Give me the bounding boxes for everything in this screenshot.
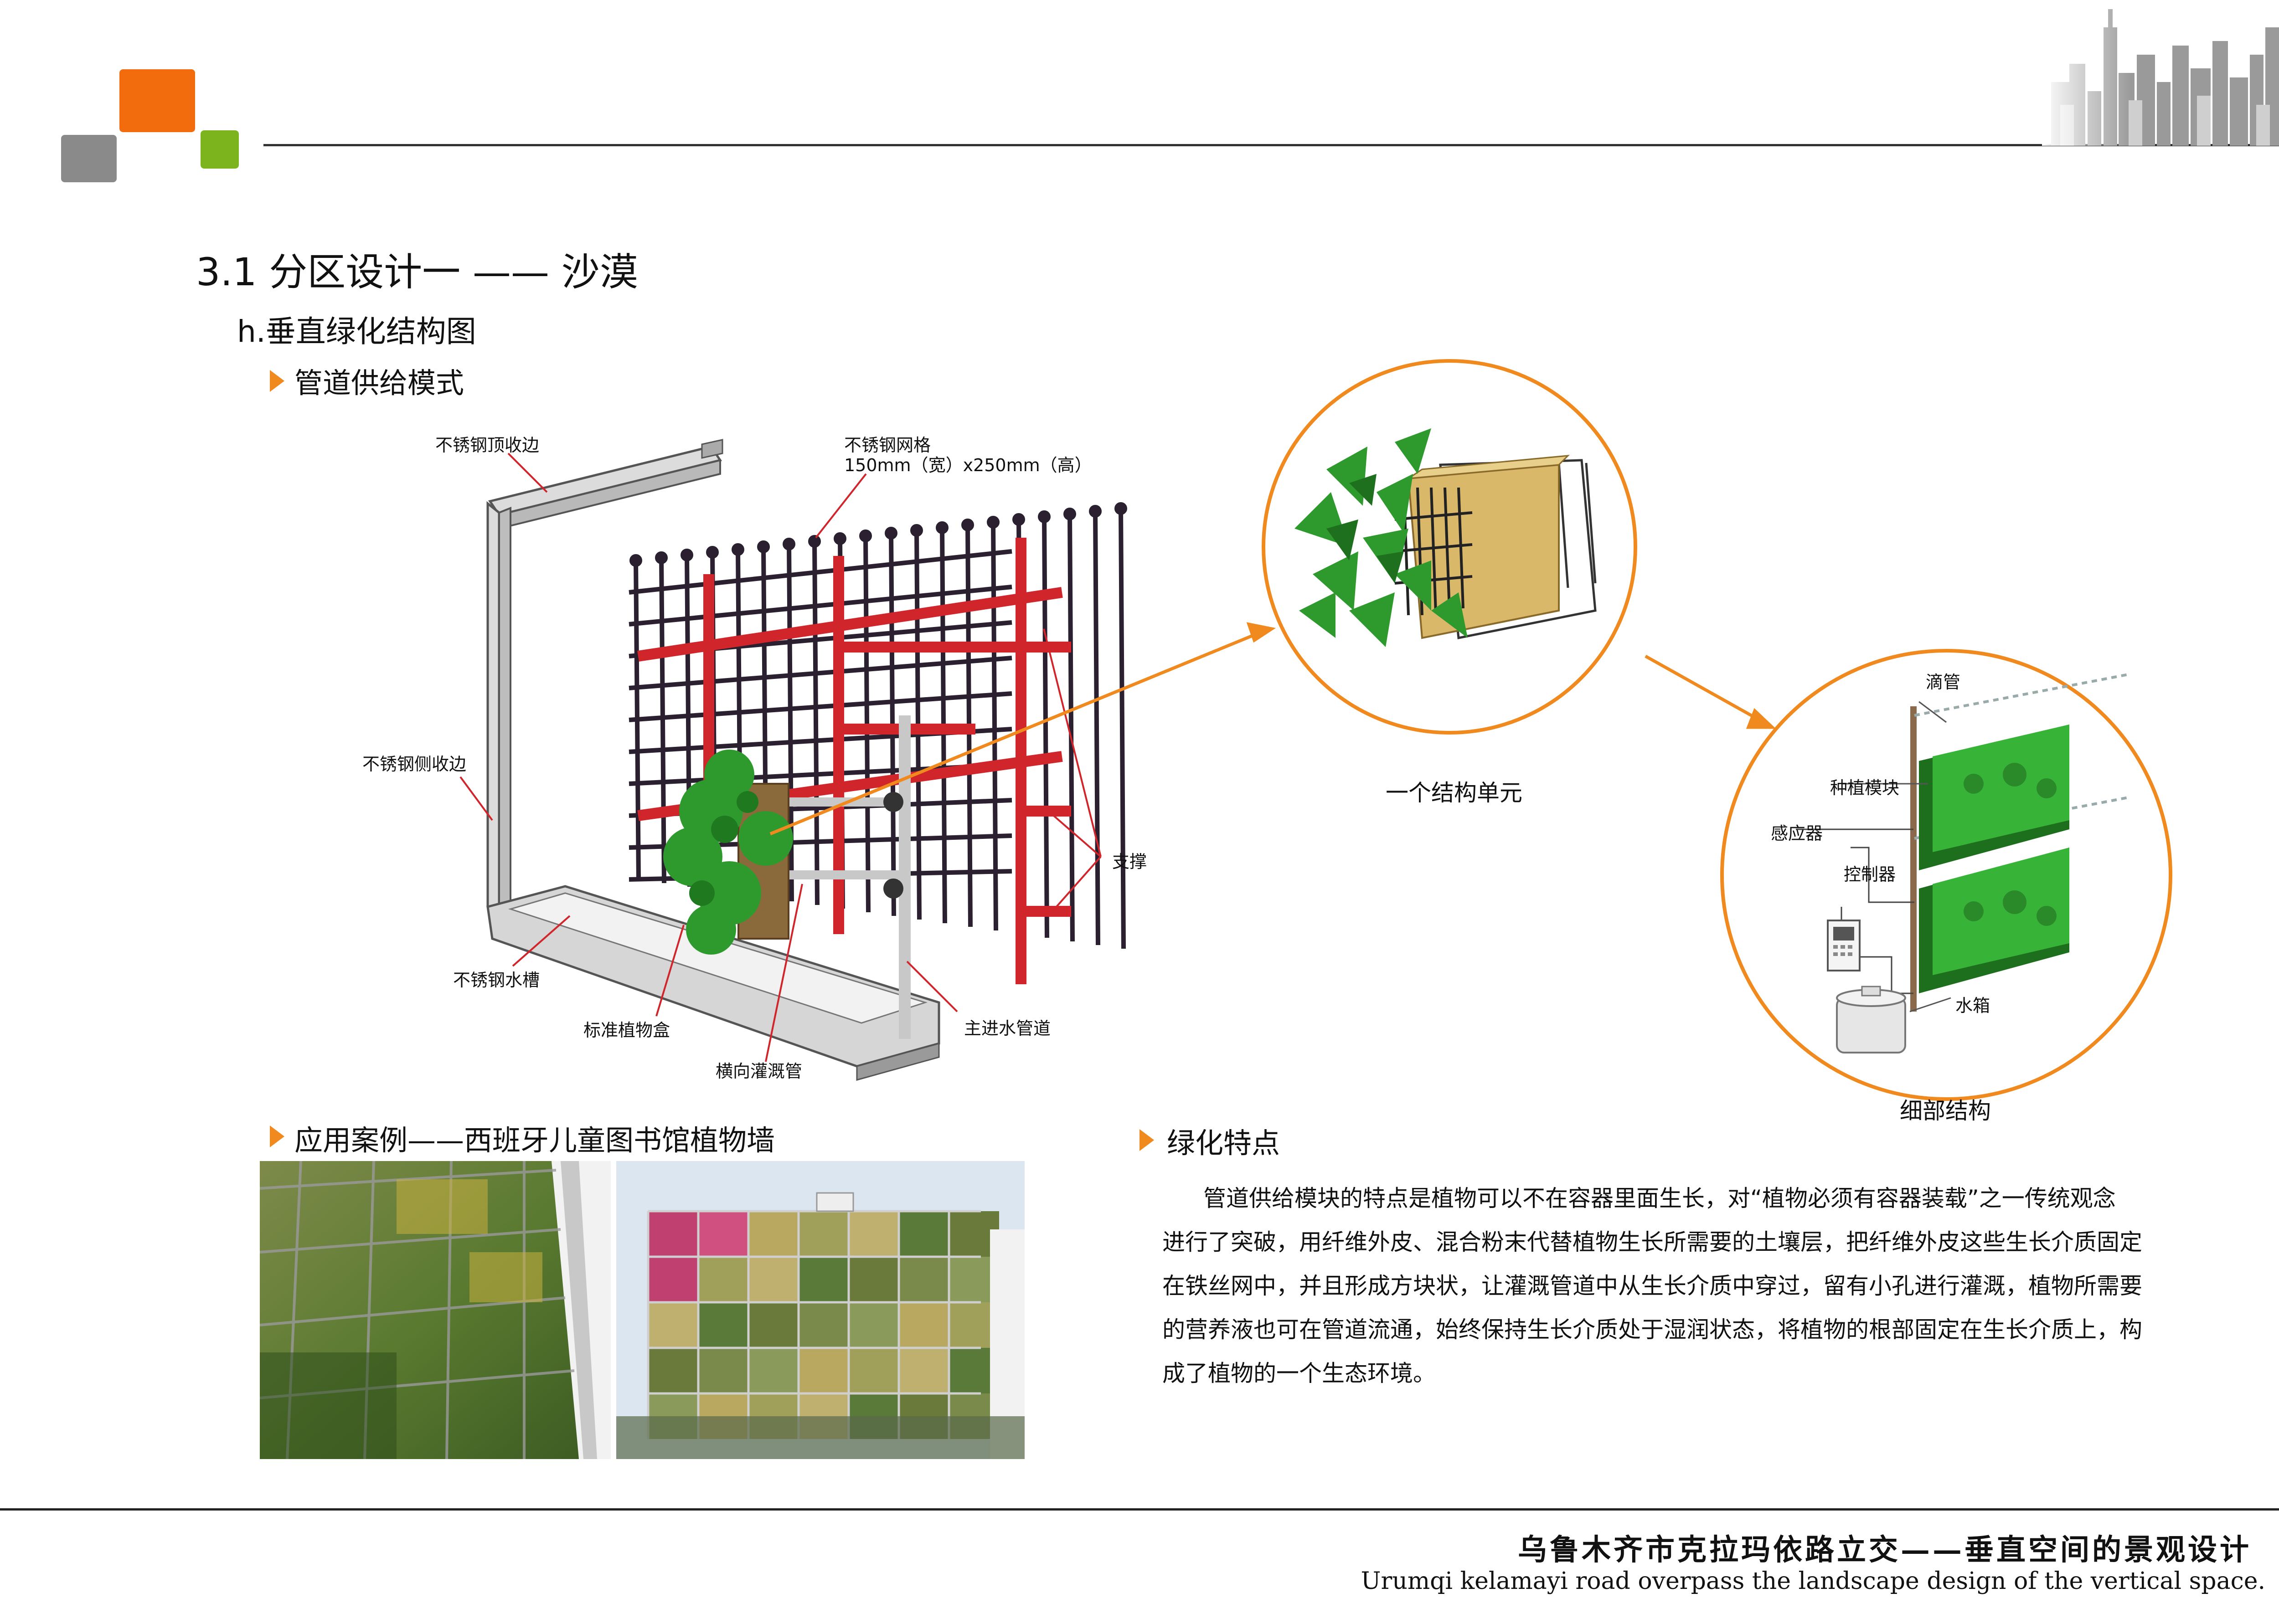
mesh-bar-cap <box>834 532 846 545</box>
mesh-bar-cap <box>987 516 1000 529</box>
mode-heading: 管道供给模式 <box>294 366 464 400</box>
mesh-bar-cap <box>808 535 821 548</box>
footer-title-cn: 乌鲁木齐市克拉玛依路立交——垂直空间的景观设计 <box>1518 1533 2252 1567</box>
label-controller: 控制器 <box>1844 864 1896 884</box>
bullet-triangle-icon <box>270 1125 284 1147</box>
mesh-bar-cap <box>629 554 642 567</box>
label-top-edge: 不锈钢顶收边 <box>435 435 540 455</box>
mesh-bar-cap <box>732 543 744 556</box>
label-main-pipe: 主进水管道 <box>964 1018 1051 1038</box>
label-sensor: 感应器 <box>1771 823 1823 843</box>
label-irrigation-pipe: 横向灌溉管 <box>716 1061 803 1081</box>
label-plant-box: 标准植物盒 <box>583 1020 670 1040</box>
label-side-edge: 不锈钢侧收边 <box>362 754 467 774</box>
label-water-tank: 水箱 <box>1955 996 1990 1016</box>
structure-unit-callout <box>1262 359 1637 735</box>
footer-title-en: Urumqi kelamayi road overpass the landsc… <box>1361 1567 2265 1595</box>
bullet-triangle-icon <box>270 370 284 392</box>
features-paragraph: 管道供给模块的特点是植物可以不在容器里面生长，对“植物必须有容器装载”之一传统观… <box>1162 1177 2220 1395</box>
case-heading: 应用案例——西班牙儿童图书馆植物墙 <box>294 1124 775 1157</box>
label-mesh-line1: 不锈钢网格 <box>844 435 931 455</box>
subtitle: h.垂直绿化结构图 <box>237 314 476 349</box>
mesh-bar-cap <box>783 538 795 550</box>
features-heading: 绿化特点 <box>1167 1126 1280 1160</box>
detail-structure-caption: 细部结构 <box>1900 1098 1991 1124</box>
mesh-bar-cap <box>1063 508 1076 520</box>
mesh-bar-cap <box>885 527 897 540</box>
features-line: 管道供给模块的特点是植物可以不在容器里面生长，对“植物必须有容器装载”之一传统观… <box>1203 1185 2116 1212</box>
mesh-bar-cap <box>655 551 668 564</box>
logo-green-square <box>201 130 239 169</box>
label-support: 支撑 <box>1112 852 1147 872</box>
label-mesh-line2: 150mm（宽）x250mm（高） <box>844 455 1092 475</box>
mesh-bar-cap <box>961 519 974 531</box>
header-rule <box>263 144 2279 146</box>
city-skyline-image <box>2042 0 2279 146</box>
features-line: 在铁丝网中，并且形成方块状，让灌溉管道中从生长介质中穿过，留有小孔进行灌溉，植物… <box>1162 1273 2142 1299</box>
mesh-bar-cap <box>1114 502 1127 515</box>
section-title: 3.1 分区设计一 —— 沙漠 <box>196 250 638 294</box>
mesh-bar-cap <box>1089 505 1102 518</box>
mesh-bar-cap <box>757 540 770 553</box>
case-photo-left <box>260 1161 611 1459</box>
structure-unit-caption: 一个结构单元 <box>1386 780 1522 806</box>
mesh-bar-cap <box>1012 513 1025 526</box>
mesh-bar-cap <box>1038 510 1051 523</box>
mesh-bar-cap <box>859 529 872 542</box>
mesh-bar-cap <box>706 546 719 559</box>
detail-structure-callout <box>1720 649 2172 1101</box>
features-line: 的营养液也可在管道流通，始终保持生长介质处于湿润状态，将植物的根部固定在生长介质… <box>1162 1316 2142 1343</box>
features-line: 成了植物的一个生态环境。 <box>1162 1360 1436 1387</box>
footer-rule <box>0 1508 2279 1511</box>
logo-orange-square <box>119 69 195 132</box>
mesh-bar-cap <box>910 524 923 537</box>
case-photo-right <box>616 1161 1025 1459</box>
label-drip-pipe: 滴管 <box>1926 672 1961 692</box>
mesh-bar-cap <box>681 549 693 561</box>
bullet-triangle-icon <box>1140 1129 1154 1151</box>
label-water-trough: 不锈钢水槽 <box>453 970 540 990</box>
logo-gray-square <box>61 135 117 182</box>
mesh-bar-cap <box>936 521 949 534</box>
features-line: 进行了突破，用纤维外皮、混合粉末代替植物生长所需要的土壤层，把纤维外皮这些生长介… <box>1162 1229 2142 1255</box>
label-planting-module: 种植模块 <box>1830 778 1900 798</box>
